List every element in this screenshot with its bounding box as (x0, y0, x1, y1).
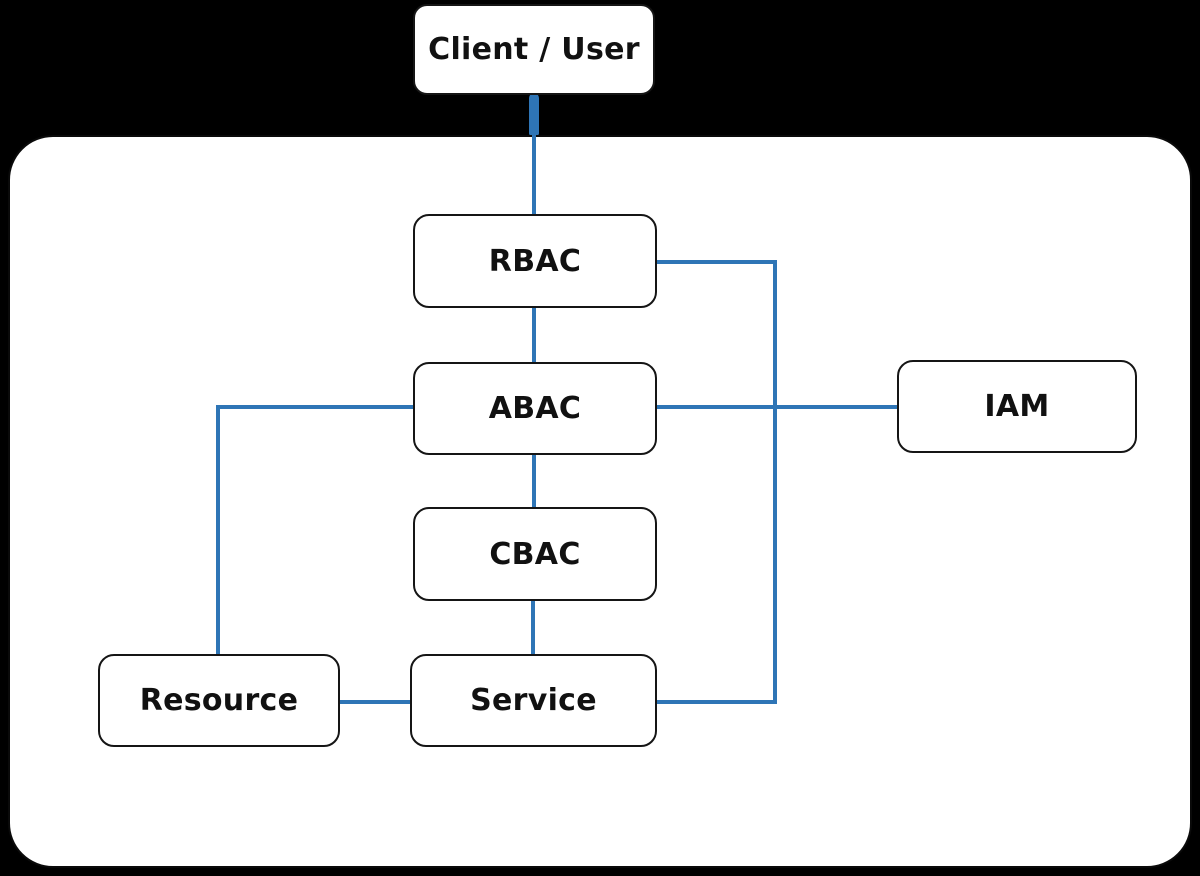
node-resource-label: Resource (139, 683, 299, 718)
node-service-label: Service (470, 683, 597, 718)
connector-rbac-rightrail-horizontal (657, 260, 777, 264)
node-client-user: Client / User (413, 4, 655, 95)
connector-client-rbac (532, 95, 536, 214)
node-rbac: RBAC (413, 214, 657, 308)
node-cbac-label: CBAC (489, 536, 581, 572)
connector-service-rightrail-horizontal (657, 700, 777, 704)
node-iam: IAM (897, 360, 1137, 453)
node-abac: ABAC (413, 362, 657, 455)
connector-abac-iam (657, 405, 897, 409)
connector-abac-cbac (532, 455, 536, 507)
node-rbac-label: RBAC (488, 243, 582, 279)
connector-cbac-service (531, 601, 535, 654)
connector-abac-leftrail-horizontal (216, 405, 413, 409)
connector-right-rail-vertical (773, 260, 777, 704)
node-abac-label: ABAC (488, 391, 582, 426)
node-service: Service (410, 654, 657, 747)
connector-left-rail-vertical (216, 405, 220, 654)
node-client-user-label: Client / User (428, 32, 640, 67)
node-resource: Resource (98, 654, 340, 747)
connector-resource-service (340, 700, 410, 704)
node-iam-label: IAM (984, 389, 1050, 424)
connector-rbac-abac (532, 308, 536, 362)
node-cbac: CBAC (413, 507, 657, 601)
